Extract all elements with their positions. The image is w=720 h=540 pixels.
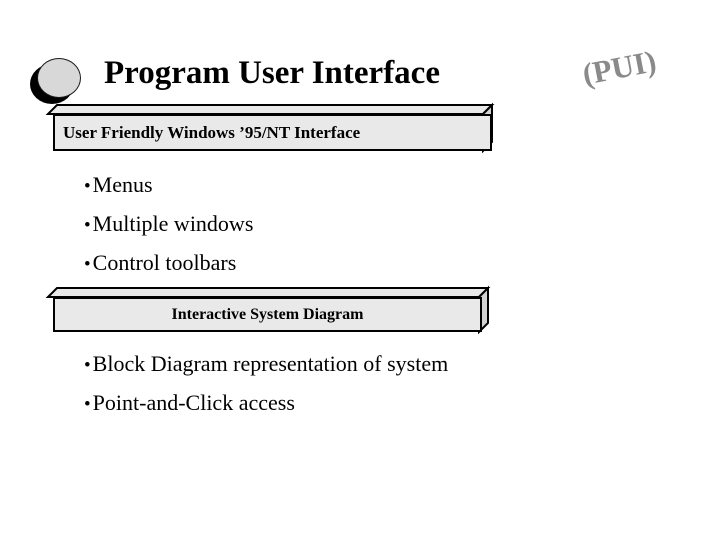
section-heading-label-2: Interactive System Diagram bbox=[171, 305, 364, 323]
list-item-label: Control toolbars bbox=[92, 250, 237, 275]
list-item: •Point-and-Click access bbox=[84, 384, 448, 423]
bullet-glyph: • bbox=[84, 176, 91, 197]
list-item-label: Menus bbox=[92, 172, 153, 197]
bullet-glyph: • bbox=[84, 254, 91, 275]
list-item-label: Block Diagram representation of system bbox=[92, 351, 449, 376]
bullet-glyph: • bbox=[84, 394, 91, 415]
circle-disc bbox=[37, 58, 81, 98]
page-title: Program User Interface bbox=[104, 55, 440, 91]
section-heading-label-1: User Friendly Windows ’95/NT Interface bbox=[63, 122, 361, 142]
filled-circle-icon bbox=[30, 58, 84, 104]
list-item: •Block Diagram representation of system bbox=[84, 345, 448, 384]
slide-title-row: Program User Interface (PUI) bbox=[0, 26, 720, 104]
section-heading-box-2: Interactive System Diagram bbox=[45, 285, 491, 335]
bullet-glyph: • bbox=[84, 215, 91, 236]
list-item-label: Point-and-Click access bbox=[92, 390, 295, 415]
bullet-list-2: •Block Diagram representation of system … bbox=[84, 345, 448, 423]
title-acronym: (PUI) bbox=[579, 43, 659, 92]
list-item: •Control toolbars bbox=[84, 244, 253, 283]
bullet-list-1: •Menus •Multiple windows •Control toolba… bbox=[84, 166, 253, 283]
list-item: •Menus bbox=[84, 166, 253, 205]
bullet-glyph: • bbox=[84, 355, 91, 376]
box-face-2: Interactive System Diagram bbox=[53, 297, 482, 332]
list-item-label: Multiple windows bbox=[92, 211, 254, 236]
section-heading-box-1: User Friendly Windows ’95/NT Interface bbox=[45, 102, 495, 154]
box-face-1: User Friendly Windows ’95/NT Interface bbox=[53, 114, 492, 151]
list-item: •Multiple windows bbox=[84, 205, 253, 244]
